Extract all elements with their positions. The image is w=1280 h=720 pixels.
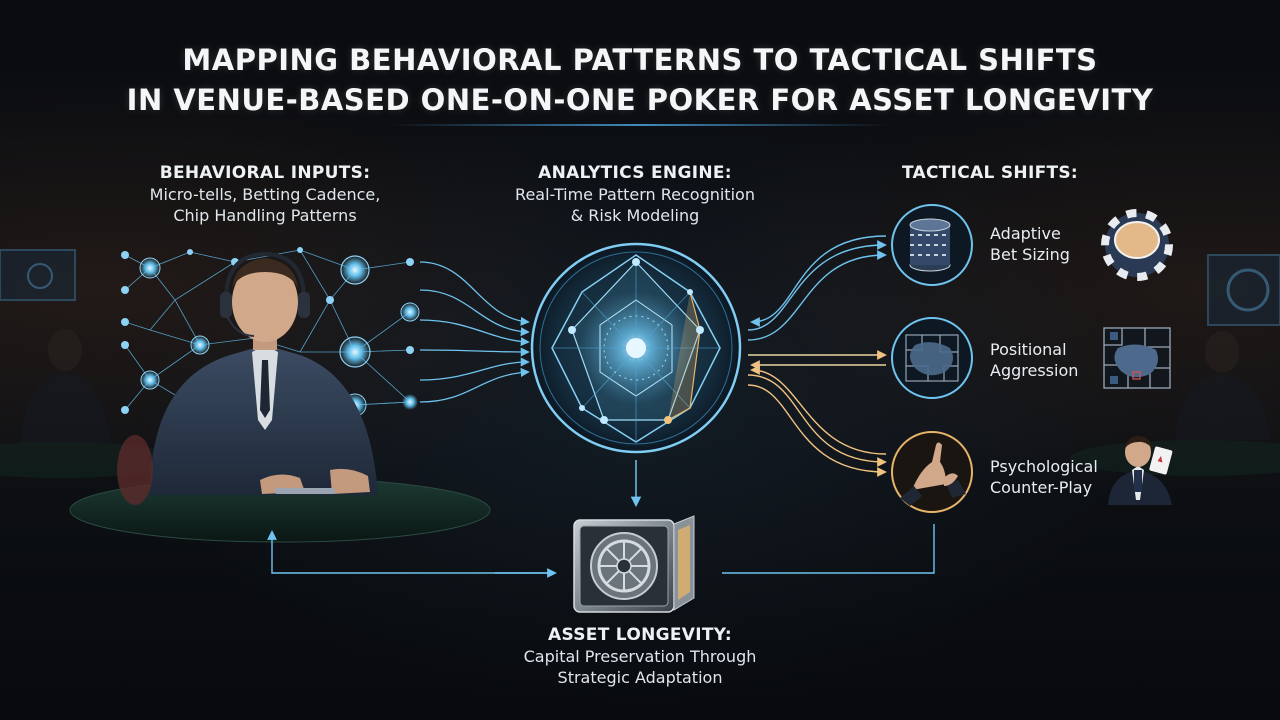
vault-to-inputs-loop <box>267 530 555 574</box>
asset-longevity-heading: ASSET LONGEVITY: <box>548 625 732 645</box>
poker-chip-icon <box>1101 209 1173 281</box>
tactic-circle-psychological <box>891 431 973 513</box>
businessman-card-icon <box>1108 436 1173 505</box>
title-divider <box>390 124 890 126</box>
vault-icon <box>573 515 695 613</box>
analytics-engine-line-1: Real-Time Pattern Recognition <box>515 185 755 204</box>
hand-gesture-icon <box>900 442 966 506</box>
tactical-shifts-section: TACTICAL SHIFTS: <box>880 162 1100 184</box>
blueprint-icon <box>1103 327 1171 389</box>
tactic-bet-sizing-line-2: Bet Sizing <box>990 245 1070 264</box>
background-right-player <box>1070 254 1280 476</box>
asset-longevity-line-2: Strategic Adaptation <box>557 668 723 687</box>
tactic-positional-line-1: Positional <box>990 340 1067 359</box>
input-flow-arrows <box>419 261 530 403</box>
analytics-engine-icon <box>530 242 742 454</box>
tactic-psychological-label: Psychological Counter-Play <box>990 456 1098 498</box>
tactic-psychological-line-1: Psychological <box>990 457 1098 476</box>
tactic-positional-line-2: Aggression <box>990 361 1079 380</box>
title-line-2: IN VENUE-BASED ONE-ON-ONE POKER FOR ASSE… <box>126 83 1154 117</box>
poker-chip-stack-icon <box>909 218 951 272</box>
tactic-bet-sizing-label: Adaptive Bet Sizing <box>990 223 1070 265</box>
page-title: MAPPING BEHAVIORAL PATTERNS TO TACTICAL … <box>0 40 1280 120</box>
behavioral-inputs-section: BEHAVIORAL INPUTS: Micro-tells, Betting … <box>130 162 400 226</box>
analytics-engine-line-2: & Risk Modeling <box>570 206 700 225</box>
analytics-engine-heading: ANALYTICS ENGINE: <box>538 163 732 183</box>
analytics-engine-section: ANALYTICS ENGINE: Real-Time Pattern Reco… <box>480 162 790 226</box>
tactic-bet-sizing-line-1: Adaptive <box>990 224 1061 243</box>
asset-longevity-line-1: Capital Preservation Through <box>523 647 757 666</box>
tactic-circle-positional <box>891 317 973 399</box>
tactic-positional-label: Positional Aggression <box>990 339 1078 381</box>
background-left-player <box>0 249 180 478</box>
tactic-psychological-line-2: Counter-Play <box>990 478 1093 497</box>
analyst-figure <box>117 251 378 505</box>
tactics-to-vault-loop <box>722 524 935 574</box>
behavioral-inputs-line-1: Micro-tells, Betting Cadence, <box>149 185 381 204</box>
tactical-shifts-heading: TACTICAL SHIFTS: <box>901 163 1079 183</box>
behavioral-inputs-line-2: Chip Handling Patterns <box>173 206 357 225</box>
title-line-1: MAPPING BEHAVIORAL PATTERNS TO TACTICAL … <box>182 43 1098 77</box>
tactic-circle-bet-sizing <box>891 204 973 286</box>
behavioral-inputs-heading: BEHAVIORAL INPUTS: <box>159 163 371 183</box>
tactical-flow-arrows <box>747 235 887 477</box>
asset-longevity-section: ASSET LONGEVITY: Capital Preservation Th… <box>480 624 800 688</box>
